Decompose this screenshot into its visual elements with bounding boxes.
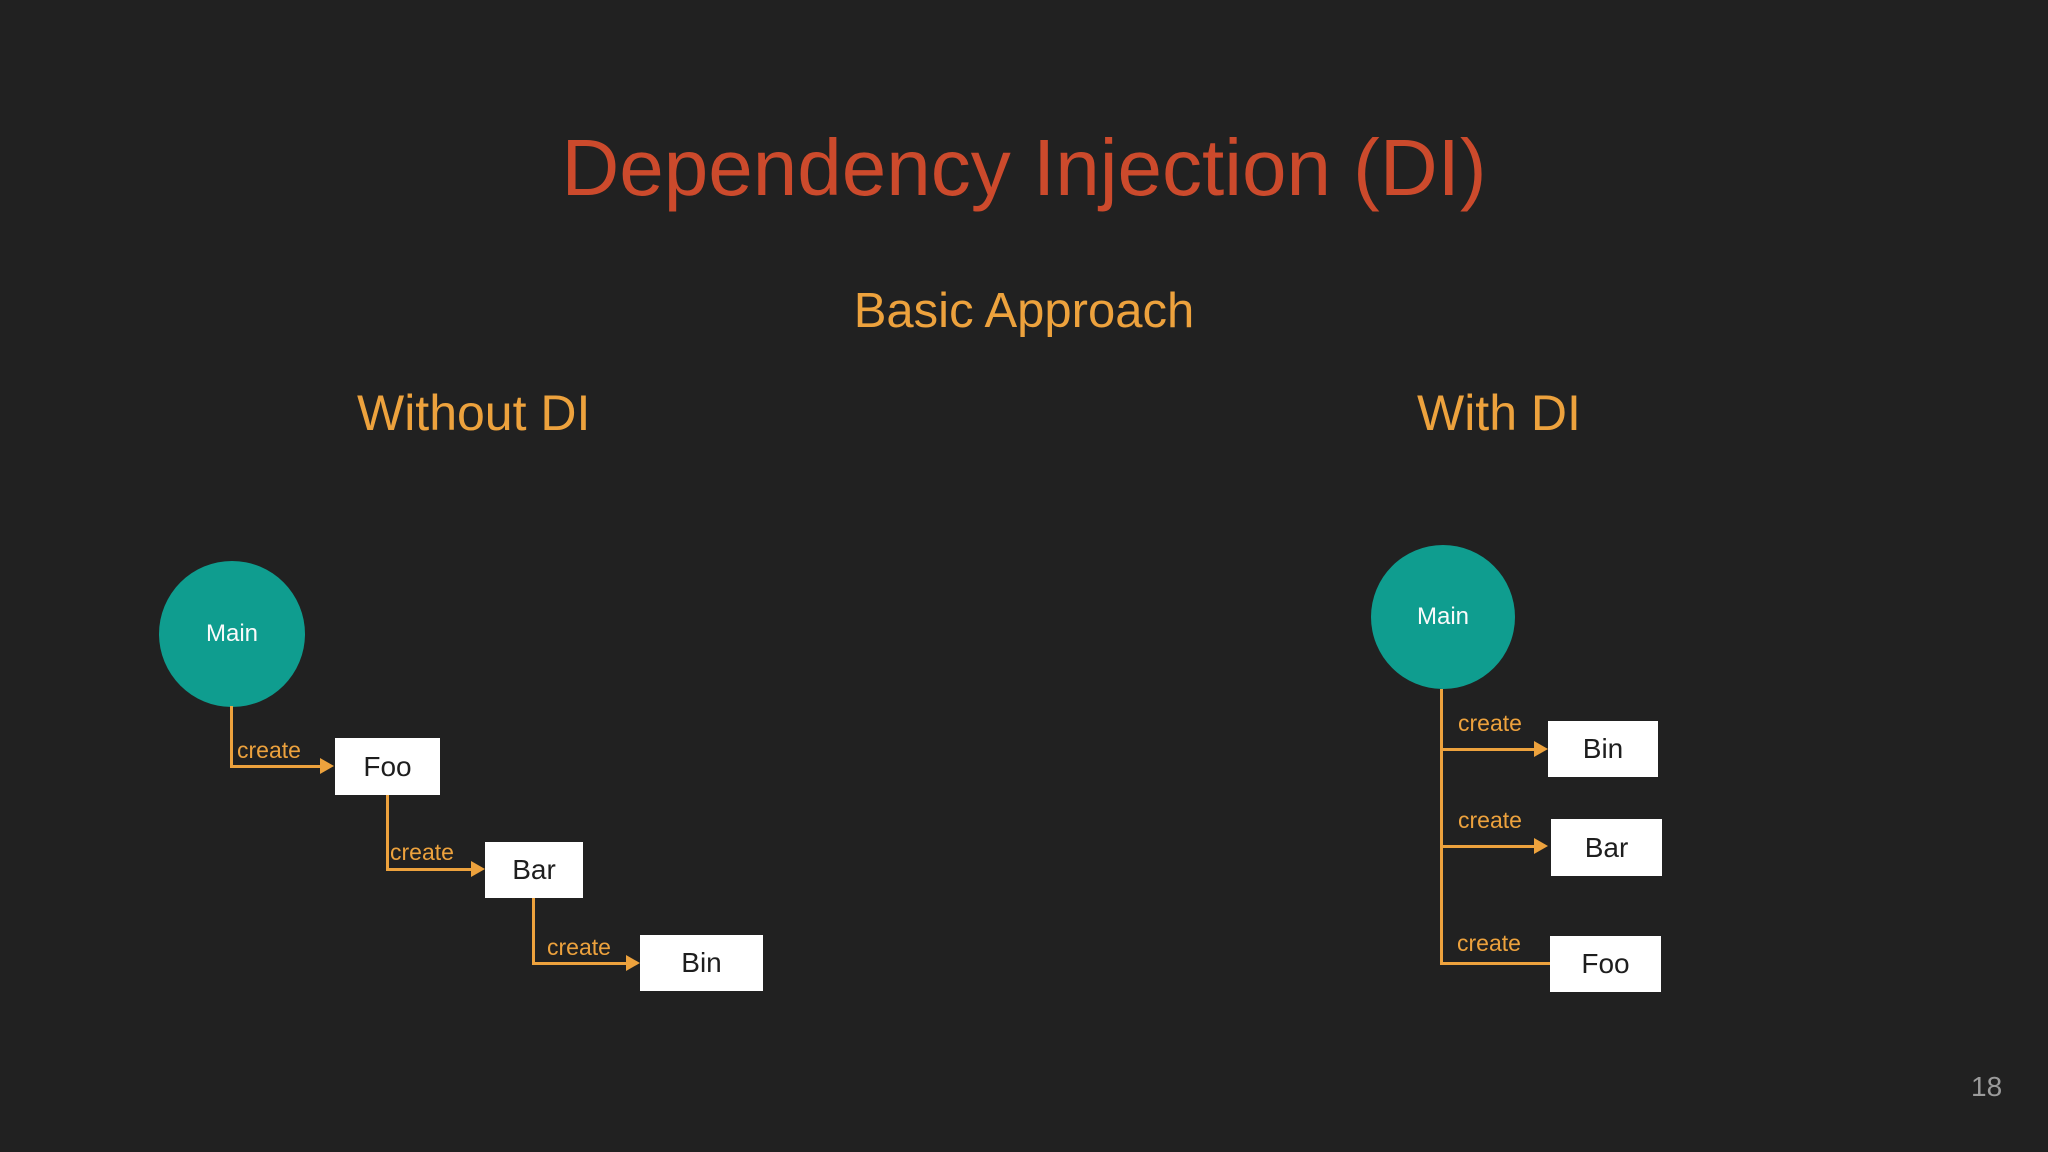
arrowhead-to-foo-icon — [320, 758, 334, 774]
node-box-label: Bar — [512, 854, 556, 885]
node-box-foo: Foo — [335, 738, 440, 795]
node-box-foo: Foo — [1550, 936, 1661, 992]
slide-title: Dependency Injection (DI) — [561, 123, 1487, 212]
edge-label-create: create — [1458, 710, 1522, 736]
connector-main-to-foo-horizontal — [230, 765, 321, 768]
section-heading-with-di: With DI — [1417, 385, 1581, 441]
node-box-bar: Bar — [1551, 819, 1662, 876]
connector-main-trunk-vertical — [1440, 689, 1443, 965]
main-node-circle: Main — [159, 561, 305, 707]
node-box-bin: Bin — [640, 935, 763, 991]
edge-label-create: create — [547, 934, 611, 960]
node-box-label: Bin — [681, 947, 722, 978]
edge-label-create: create — [390, 839, 454, 865]
arrowhead-to-bar-icon — [1534, 838, 1548, 854]
connector-main-to-foo-vertical — [230, 706, 233, 767]
connector-main-to-foo-horizontal — [1440, 962, 1550, 965]
main-node-label: Main — [205, 620, 259, 647]
connector-bar-to-bin-vertical — [532, 898, 535, 965]
connector-bar-to-bin-horizontal — [532, 962, 627, 965]
node-box-bar: Bar — [485, 842, 583, 898]
main-node-label: Main — [1416, 603, 1470, 630]
node-box-label: Foo — [1581, 948, 1630, 979]
node-box-label: Bar — [1584, 831, 1629, 863]
arrowhead-to-bin-icon — [626, 955, 640, 971]
connector-foo-to-bar-vertical — [386, 795, 389, 871]
node-box-label: Bin — [1582, 733, 1624, 764]
slide-subtitle: Basic Approach — [853, 284, 1195, 338]
arrowhead-to-bin-icon — [1534, 741, 1548, 757]
edge-label-create: create — [1458, 807, 1522, 833]
node-box-label: Foo — [363, 750, 412, 782]
connector-main-to-bar-horizontal — [1440, 845, 1535, 848]
page-number: 18 — [1971, 1071, 2003, 1102]
connector-main-to-bin-horizontal — [1440, 748, 1535, 751]
node-box-bin: Bin — [1548, 721, 1658, 777]
edge-label-create: create — [237, 737, 301, 763]
arrowhead-to-bar-icon — [471, 861, 485, 877]
section-heading-without-di: Without DI — [357, 385, 591, 441]
connector-foo-to-bar-horizontal — [386, 868, 472, 871]
main-node-circle: Main — [1371, 545, 1515, 689]
edge-label-create: create — [1457, 930, 1521, 956]
